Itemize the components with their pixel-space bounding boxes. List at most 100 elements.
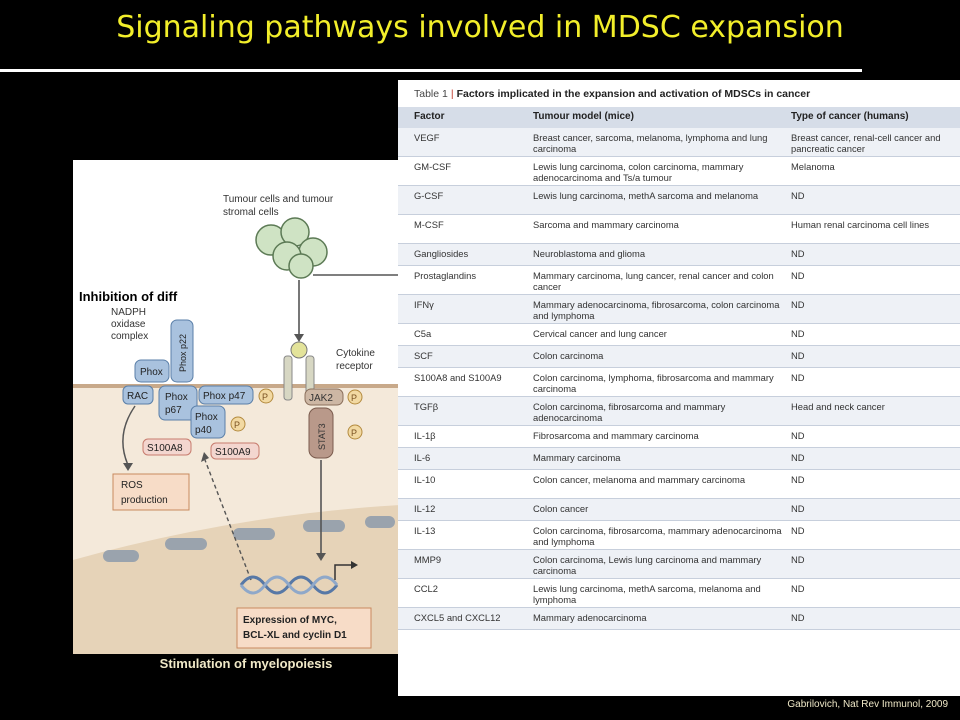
phox-box (134, 359, 170, 383)
ros-label-1: ROS (121, 480, 143, 491)
ros-arrow (122, 405, 136, 466)
phospho-badge (230, 416, 246, 432)
transcription-arrow (334, 564, 353, 580)
table-cell-mice: Cervical cancer and lung cancer (533, 328, 667, 339)
phospho-badge (347, 424, 363, 440)
table-caption-text: Factors implicated in the expansion and … (456, 88, 811, 100)
table-cell-humans: Breast cancer, renal-cell cancer and pan… (791, 132, 941, 154)
table-cell-factor: Gangliosides (414, 248, 469, 259)
jak2-label: JAK2 (309, 393, 333, 404)
nadph-label-1: NADPH (111, 307, 146, 318)
table-cell-mice: Mammary adenocarcinoma (533, 612, 647, 623)
table-cell-mice: Colon carcinoma, fibrosarcoma, mammary a… (533, 525, 782, 547)
s100a9-box (210, 442, 260, 460)
nadph-label-3: complex (111, 331, 148, 342)
table-cell-factor: IL-12 (414, 503, 436, 514)
table-caption: Table 1|Factors implicated in the expans… (414, 88, 810, 100)
table-cell-mice: Mammary adenocarcinoma, fibrosarcoma, co… (533, 299, 780, 321)
phox-p22-box (170, 319, 194, 383)
table-cell-humans: Head and neck cancer (791, 401, 885, 412)
dna-icon (239, 575, 339, 595)
pathway-figure: Tumour cells and tumour stromal cells Cy… (73, 160, 400, 654)
table-cell-factor: C5a (414, 328, 432, 339)
cytokine-label-2: receptor (336, 361, 373, 372)
table-cell-humans: ND (791, 299, 805, 310)
phospho-label: P (234, 420, 240, 430)
table-cell-factor: CCL2 (414, 583, 438, 594)
table-cell-mice: Fibrosarcoma and mammary carcinoma (533, 430, 699, 441)
table-cell-mice: Colon carcinoma, Lewis lung carcinoma an… (533, 554, 762, 576)
ros-box (112, 473, 190, 511)
phox-p67-label-2: p67 (165, 405, 182, 416)
table-cell-mice: Mammary carcinoma (533, 452, 621, 463)
cytokine-label-1: Cytokine (336, 348, 375, 359)
table-cell-mice: Colon cancer, melanoma and mammary carci… (533, 474, 746, 485)
table-cell-humans: ND (791, 372, 805, 383)
table-cell-humans: Melanoma (791, 161, 835, 172)
nuclear-pore (165, 538, 207, 550)
table-caption-separator: | (450, 88, 454, 100)
header-factor: Factor (414, 111, 445, 122)
expression-label-1: Expression of MYC, (243, 615, 337, 626)
expression-box (236, 607, 372, 649)
table-cell-factor: IL-6 (414, 452, 431, 463)
table-cell-humans: ND (791, 612, 805, 623)
table-cell-mice: Lewis lung carcinoma, methA sarcoma and … (533, 190, 759, 201)
tumour-cells-icon (255, 217, 328, 279)
table-cell-mice: Lewis lung carcinoma, methA sarcoma, mel… (533, 583, 761, 605)
table-cell-humans: ND (791, 350, 805, 361)
phospho-label: P (351, 393, 357, 403)
table-cell-mice: Colon carcinoma (533, 350, 604, 361)
expression-label-2: BCL-XL and cyclin D1 (243, 630, 347, 641)
table-body: VEGF Breast cancer, sarcoma, melanoma, ly… (398, 128, 960, 630)
nuclear-pore (303, 520, 345, 532)
table-cell-mice: Mammary carcinoma, lung cancer, renal ca… (533, 270, 774, 292)
s100a9-label: S100A9 (215, 447, 251, 458)
table-cell-mice: Neuroblastoma and glioma (533, 248, 646, 259)
feedback-arrowhead (201, 452, 209, 462)
nuclear-pore (365, 516, 395, 528)
header-mice: Tumour model (mice) (533, 111, 634, 122)
title-divider (0, 69, 862, 72)
table-cell-mice: Breast cancer, sarcoma, melanoma, lympho… (533, 132, 768, 154)
nuclear-pore (103, 550, 139, 562)
table-header: Factor Tumour model (mice) Type of cance… (398, 107, 960, 129)
table-cell-factor: GM-CSF (414, 161, 451, 172)
table-cell-humans: ND (791, 452, 805, 463)
phox-p40-label-1: Phox (195, 412, 218, 423)
table-cell-factor: VEGF (414, 132, 440, 143)
table-caption-number: Table 1 (414, 88, 448, 100)
table-cell-factor: MMP9 (414, 554, 442, 565)
table-cell-mice: Colon carcinoma, fibrosarcoma and mammar… (533, 401, 726, 423)
table-row: VEGF Breast cancer, sarcoma, melanoma, ly… (398, 128, 960, 157)
table-row: MMP9 Colon carcinoma, Lewis lung carcinom… (398, 550, 960, 579)
table-row: IL-13 Colon carcinoma, fibrosarcoma, mamm… (398, 521, 960, 550)
tumour-cells-label-2: stromal cells (223, 207, 279, 218)
table-cell-humans: ND (791, 554, 805, 565)
rac-box (122, 385, 154, 405)
ros-arrowhead (123, 463, 133, 471)
jak2-box (304, 388, 344, 406)
slide-title: Signaling pathways involved in MDSC expa… (116, 10, 844, 45)
feedback-arrow (204, 459, 252, 581)
nadph-label-2: oxidase (111, 319, 146, 330)
table-cell-factor: IFNγ (414, 299, 434, 310)
table-cell-factor: IL-13 (414, 525, 436, 536)
table-cell-factor: Prostaglandins (414, 270, 477, 281)
table-row: CCL2 Lewis lung carcinoma, methA sarcoma,… (398, 579, 960, 608)
table-cell-mice: Sarcoma and mammary carcinoma (533, 219, 679, 230)
stat3-arrowhead (316, 553, 326, 561)
phospho-label: P (351, 428, 357, 438)
s100a8-label: S100A8 (147, 443, 183, 454)
nuclear-pore (233, 528, 275, 540)
